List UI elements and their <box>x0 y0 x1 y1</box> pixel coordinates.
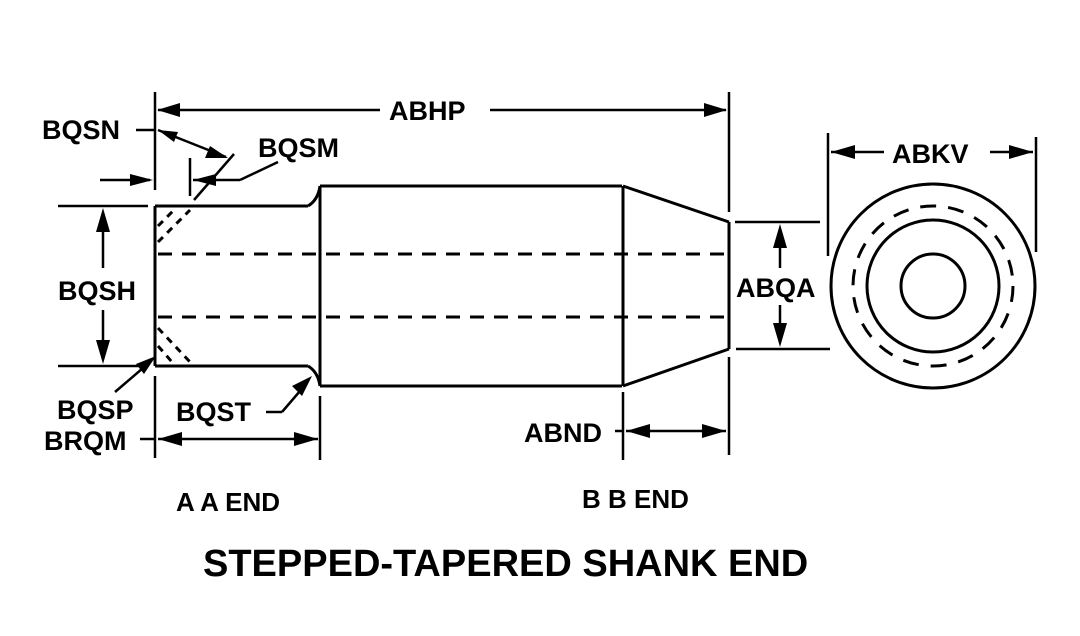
label-brqm: BRQM <box>44 426 127 456</box>
abnd-arrow-right <box>702 424 726 438</box>
label-abnd: ABND <box>524 418 602 448</box>
bqsh-arrow-down <box>96 340 110 364</box>
dimension-bqsh: BQSH <box>58 204 148 368</box>
taper-bottom-edge <box>622 347 730 388</box>
upper-chamfer-hidden-1 <box>156 208 192 244</box>
dimension-abkv: ABKV <box>826 133 1038 256</box>
dimension-brqm: BRQM <box>44 376 322 460</box>
bqsm-leader <box>239 160 279 182</box>
lower-chamfer-hidden-2 <box>156 345 174 363</box>
dimension-bqsp: BQSP <box>57 356 156 425</box>
taper-section <box>622 184 731 388</box>
lower-chamfer-hidden-1 <box>156 326 192 364</box>
step-section <box>153 185 322 387</box>
label-abkv: ABKV <box>892 139 969 169</box>
abqa-arrow-up <box>773 224 787 248</box>
arrow-left <box>157 103 180 117</box>
label-bqsh: BQSH <box>58 276 136 306</box>
bqsn-arrow-left <box>130 174 153 186</box>
diagram-title: STEPPED-TAPERED SHANK END <box>203 543 808 585</box>
dimension-abhp: ABHP <box>153 92 731 212</box>
bqsm-chamfer-extension <box>193 153 235 201</box>
dimension-abqa: ABQA <box>735 220 830 351</box>
label-abhp: ABHP <box>389 96 466 126</box>
label-bqsm: BQSM <box>258 133 339 163</box>
abqa-arrow-down <box>773 323 787 347</box>
dimension-bqsm: BQSM <box>157 128 339 201</box>
abnd-arrow-left <box>626 424 650 438</box>
brqm-arrow-right <box>294 432 318 446</box>
label-a-end: A A END <box>176 487 280 517</box>
upper-chamfer-hidden-2 <box>156 206 178 228</box>
label-b-end: B B END <box>582 484 689 514</box>
abkv-arrow-left <box>831 145 855 159</box>
dimension-bqst: BQST <box>176 376 312 427</box>
hidden-circle <box>851 204 1015 368</box>
dimension-abnd: ABND <box>524 357 731 460</box>
bqsm-arrow-end <box>205 146 228 158</box>
dimension-bqsn: BQSN <box>42 115 240 196</box>
cylinder-section <box>318 184 625 388</box>
bqsm-arrow-start <box>158 130 178 142</box>
label-abqa: ABQA <box>736 273 816 303</box>
abkv-arrow-right <box>1009 145 1033 159</box>
outer-circle <box>829 182 1037 390</box>
upper-fillet <box>307 185 322 208</box>
bore-circle <box>899 252 967 320</box>
bqsh-arrow-up <box>96 208 110 232</box>
lower-fillet <box>307 364 322 387</box>
brqm-arrow-left <box>158 432 182 446</box>
middle-circle <box>865 218 1001 354</box>
label-bqst: BQST <box>176 397 252 427</box>
end-view <box>829 182 1037 390</box>
bqst-arrow <box>292 376 312 396</box>
arrow-right <box>704 103 727 117</box>
taper-top-edge <box>622 184 730 224</box>
label-bqsn: BQSN <box>42 115 120 145</box>
label-bqsp: BQSP <box>57 395 134 425</box>
bqsp-arrow <box>136 356 156 374</box>
